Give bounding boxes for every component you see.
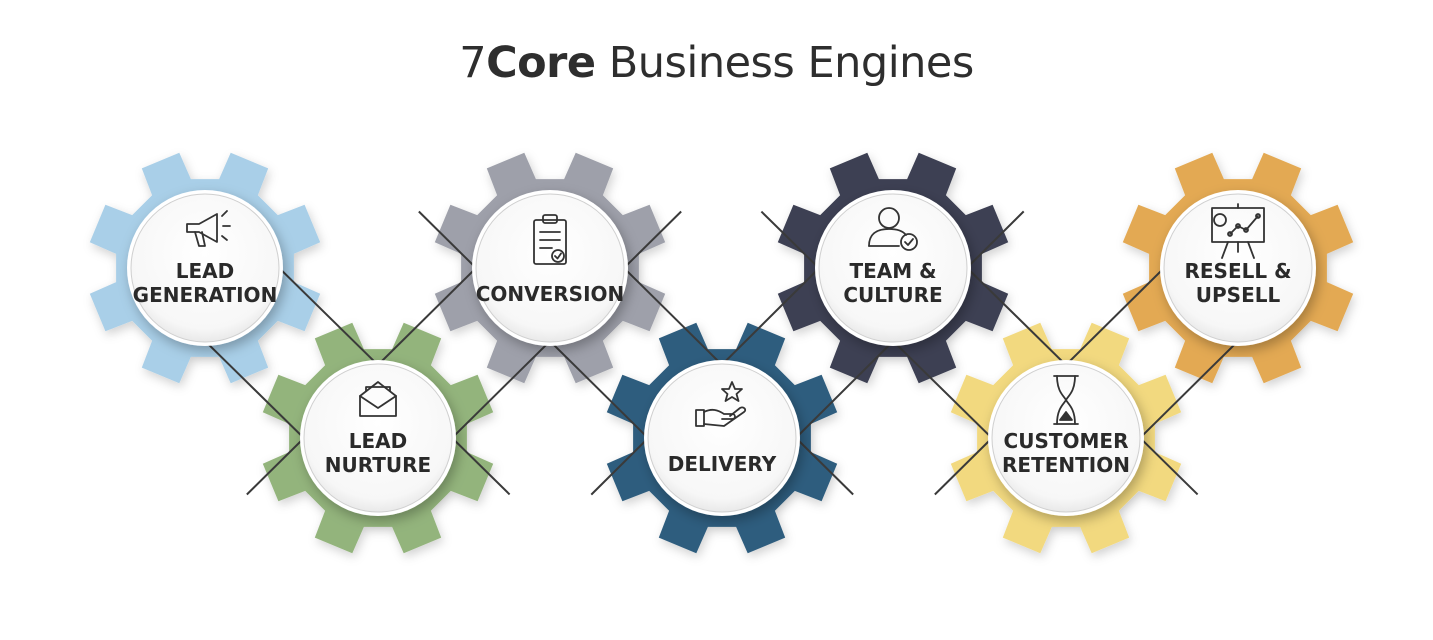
hand-star-icon xyxy=(695,381,747,427)
conversion-label-line: CONVERSION xyxy=(476,282,625,306)
lead-generation-label-line: LEAD xyxy=(176,259,235,283)
lead-nurture-label-line: NURTURE xyxy=(325,453,431,477)
engine-resell-upsell: RESELL &UPSELL xyxy=(1160,190,1316,346)
hourglass-icon xyxy=(1053,375,1079,425)
customer-retention-label-line: RETENTION xyxy=(1002,453,1130,477)
customer-retention-label-line: CUSTOMER xyxy=(1004,429,1129,453)
megaphone-icon xyxy=(186,210,231,247)
lead-nurture-label-line: LEAD xyxy=(349,429,408,453)
engine-team-culture: TEAM &CULTURE xyxy=(815,190,971,346)
team-culture-label-line: CULTURE xyxy=(843,283,942,307)
team-culture-label-line: TEAM & xyxy=(849,259,936,283)
engine-delivery: DELIVERY xyxy=(644,360,800,516)
page-title: 7Core Business Engines xyxy=(0,38,1433,88)
resell-upsell-label-line: RESELL & xyxy=(1184,259,1291,283)
engine-conversion: CONVERSION xyxy=(472,190,628,346)
user-check-icon xyxy=(868,207,918,251)
title-rest: Business Engines xyxy=(595,38,975,88)
delivery-label-line: DELIVERY xyxy=(668,452,777,476)
title-number: 7 xyxy=(459,38,487,88)
clipboard-check-icon xyxy=(533,214,567,265)
discs-layer: LEADGENERATIONLEADNURTURECONVERSIONDELIV… xyxy=(127,190,1316,516)
envelope-icon xyxy=(359,381,397,417)
lead-generation-label-line: GENERATION xyxy=(133,283,278,307)
presentation-chart-icon xyxy=(1211,203,1265,259)
resell-upsell-label-line: UPSELL xyxy=(1196,283,1281,307)
title-bold: Core xyxy=(486,38,596,88)
